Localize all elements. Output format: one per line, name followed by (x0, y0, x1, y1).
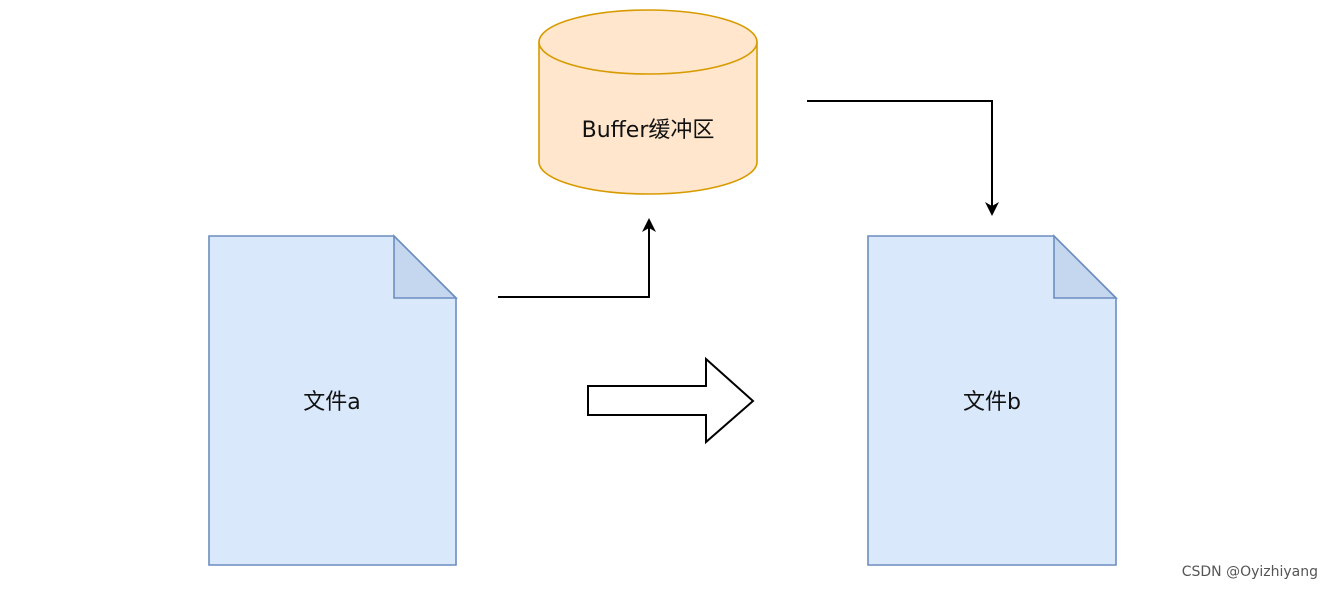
file-a-fold (393, 234, 458, 299)
edge-file-a-to-buffer (498, 218, 656, 298)
file-b-fold (1053, 234, 1118, 299)
buffer-cylinder: Buffer缓冲区 (538, 9, 758, 195)
file-a-label: 文件a (303, 390, 360, 415)
edge-buffer-to-file-b (807, 100, 999, 216)
file-b-node: 文件b (867, 234, 1118, 566)
buffer-cylinder-body (538, 42, 758, 195)
watermark: CSDN @Oyizhiyang (1181, 564, 1318, 580)
file-b-page (867, 235, 1117, 566)
block-arrow-right (587, 356, 755, 445)
buffer-label: Buffer缓冲区 (582, 118, 715, 143)
file-b-label: 文件b (963, 390, 1021, 415)
file-a-node: 文件a (208, 234, 458, 566)
buffer-cylinder-top (538, 9, 758, 75)
file-a-page (208, 235, 457, 566)
